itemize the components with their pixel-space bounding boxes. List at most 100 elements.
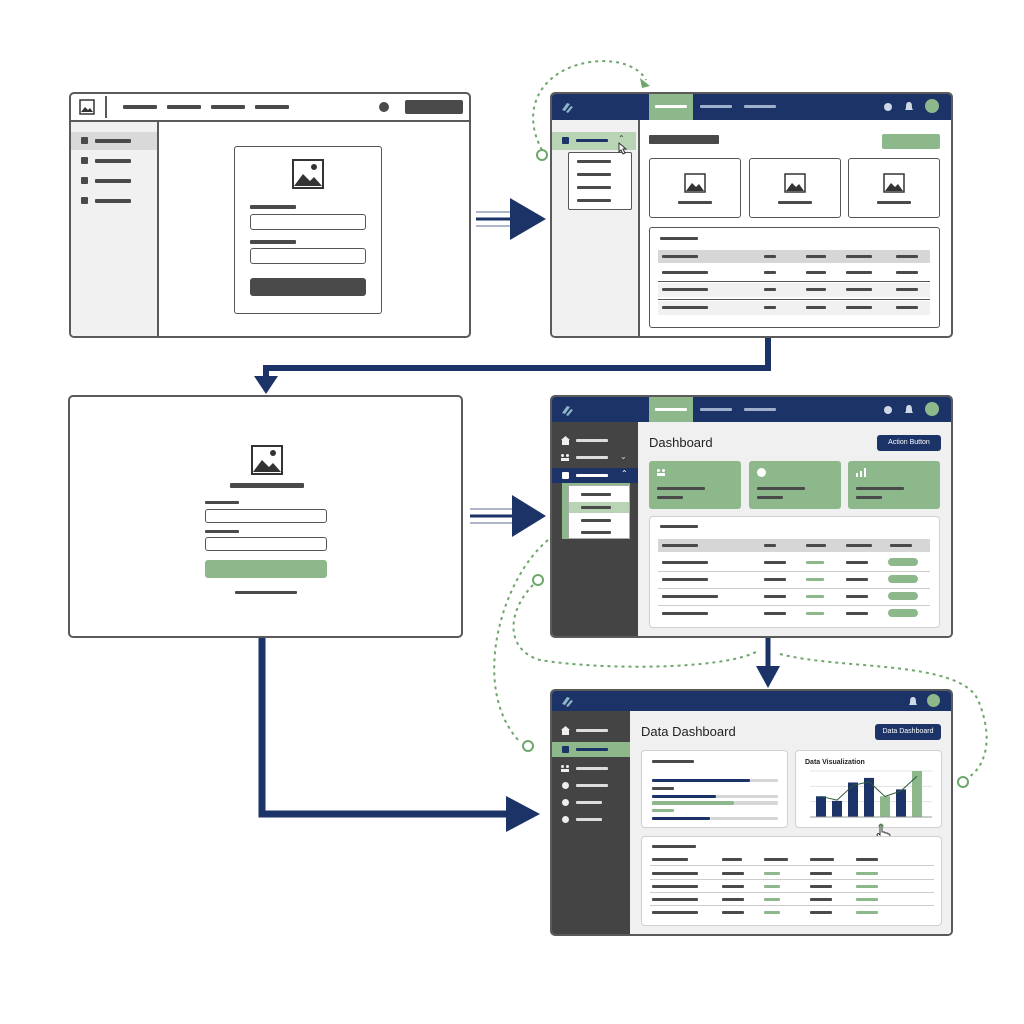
progress-bar — [652, 801, 734, 805]
sidebar-item[interactable] — [95, 199, 131, 203]
pointer-cursor-icon — [618, 142, 628, 155]
row-divider — [658, 605, 930, 606]
sidebar-item[interactable] — [95, 159, 131, 163]
stat-card[interactable] — [649, 461, 741, 509]
chart-bar[interactable] — [816, 796, 826, 817]
chart-bar[interactable] — [912, 771, 922, 817]
row-divider — [658, 281, 930, 282]
screen-wireframe-login — [69, 92, 471, 338]
table-header-row — [658, 250, 930, 263]
login-card — [234, 146, 382, 314]
chart-bar[interactable] — [896, 789, 906, 817]
dropdown-item[interactable] — [577, 199, 611, 202]
image-placeholder-icon — [292, 159, 324, 189]
dropdown-item[interactable] — [577, 160, 611, 163]
media-card[interactable] — [749, 158, 841, 218]
sidebar-item[interactable] — [576, 784, 608, 787]
avatar-icon[interactable] — [925, 99, 939, 113]
table-cell — [652, 872, 698, 875]
submenu-item[interactable] — [581, 531, 611, 534]
chart-bar[interactable] — [880, 796, 890, 817]
submenu-item[interactable] — [581, 493, 611, 496]
dropdown-item[interactable] — [577, 186, 611, 189]
data-dashboard-button[interactable]: Data Dashboard — [875, 724, 941, 740]
submenu-item[interactable] — [581, 519, 611, 522]
settings-icon[interactable] — [884, 103, 892, 111]
divider — [105, 96, 107, 118]
username-input[interactable] — [250, 214, 366, 230]
row-divider — [658, 588, 930, 589]
password-input[interactable] — [205, 537, 327, 551]
bell-icon[interactable] — [904, 404, 914, 415]
avatar-icon[interactable] — [925, 402, 939, 416]
nav-tab[interactable] — [700, 105, 732, 108]
table-header — [662, 255, 698, 258]
sidebar-item[interactable] — [576, 729, 608, 732]
logo-icon — [562, 103, 573, 113]
action-button[interactable]: Action Button — [877, 435, 941, 451]
primary-button[interactable] — [882, 134, 940, 149]
chart-bar[interactable] — [864, 777, 874, 817]
status-badge — [888, 592, 918, 600]
progress-panel — [641, 750, 788, 828]
home-icon — [561, 436, 570, 445]
table-cell — [764, 306, 776, 309]
sidebar — [71, 122, 159, 336]
nav-tab[interactable] — [744, 408, 776, 411]
avatar-icon[interactable] — [379, 102, 389, 112]
circle-icon — [757, 468, 766, 477]
forgot-password-link[interactable] — [235, 591, 297, 594]
row-divider — [650, 905, 934, 906]
bell-icon[interactable] — [908, 696, 918, 707]
gear-icon — [562, 816, 569, 823]
table-row[interactable] — [658, 301, 930, 315]
table-header — [806, 544, 826, 547]
table-cell — [810, 885, 832, 888]
users-icon — [561, 454, 570, 462]
table-cell — [662, 612, 708, 615]
nav-tab[interactable] — [700, 408, 732, 411]
dropdown-item[interactable] — [577, 173, 611, 176]
stat-card[interactable] — [749, 461, 841, 509]
chevron-down-icon[interactable]: ⌄ — [620, 452, 627, 461]
top-button[interactable] — [405, 100, 463, 114]
chart-bar[interactable] — [832, 800, 842, 817]
table-cell — [896, 288, 918, 291]
nav-link[interactable] — [167, 105, 201, 109]
media-card[interactable] — [649, 158, 741, 218]
page-title: Dashboard — [649, 435, 713, 450]
login-button[interactable] — [205, 560, 327, 578]
media-card-label — [877, 201, 911, 204]
media-card[interactable] — [848, 158, 940, 218]
table-cell — [806, 561, 824, 564]
chevron-up-icon[interactable]: ⌃ — [618, 134, 625, 143]
table-cell — [764, 612, 786, 615]
sidebar-item[interactable] — [95, 179, 131, 183]
sidebar-item[interactable] — [576, 818, 602, 821]
stat-card[interactable] — [848, 461, 940, 509]
dropdown-menu — [568, 152, 632, 210]
chart-bar[interactable] — [848, 782, 858, 818]
username-input[interactable] — [205, 509, 327, 523]
avatar-icon[interactable] — [927, 694, 940, 707]
sidebar-item[interactable] — [576, 801, 602, 804]
nav-link[interactable] — [211, 105, 245, 109]
sidebar-item[interactable] — [576, 439, 608, 442]
progress-label — [652, 787, 674, 790]
chevron-up-icon[interactable]: ⌃ — [621, 469, 628, 478]
nav-link[interactable] — [255, 105, 289, 109]
login-button[interactable] — [250, 278, 366, 296]
bell-icon[interactable] — [904, 101, 914, 112]
sidebar-item[interactable] — [576, 767, 608, 770]
settings-icon[interactable] — [884, 406, 892, 414]
progress-track — [750, 779, 778, 782]
table-cell — [764, 885, 780, 888]
table-row[interactable] — [658, 283, 930, 297]
sidebar-item[interactable] — [576, 456, 608, 459]
table-cell — [806, 578, 824, 581]
nav-tab[interactable] — [744, 105, 776, 108]
password-input[interactable] — [250, 248, 366, 264]
nav-link[interactable] — [123, 105, 157, 109]
arrow-login2-to-dashboard2 — [470, 495, 546, 537]
